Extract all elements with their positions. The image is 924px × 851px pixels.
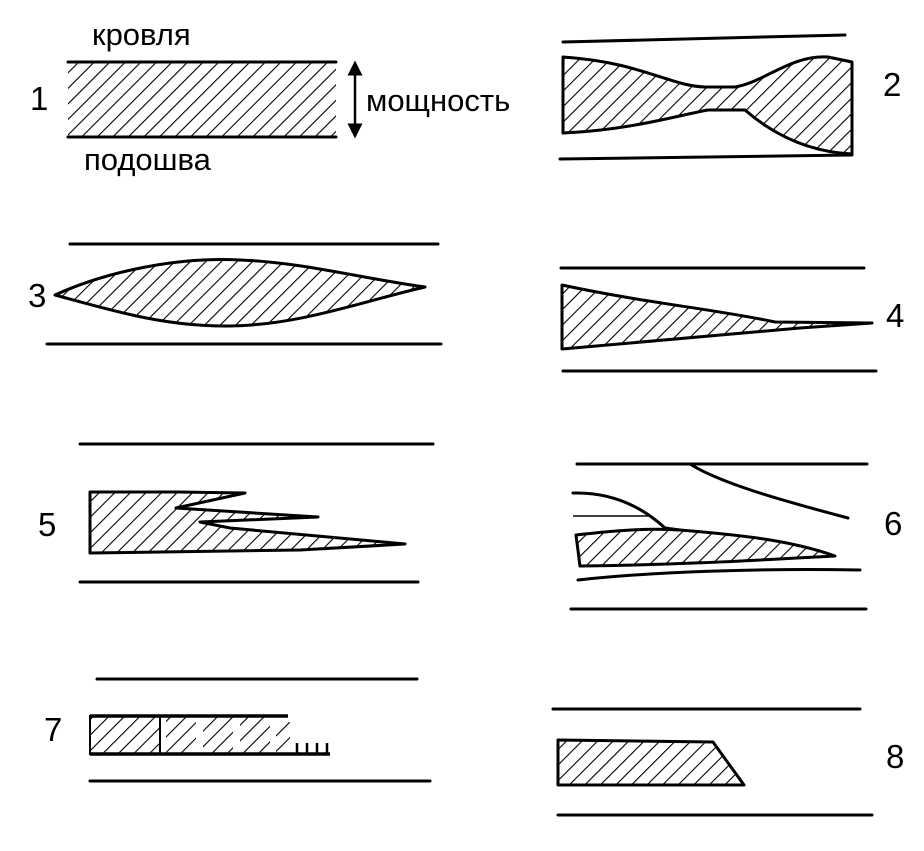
thickness-label: мощность — [366, 83, 510, 118]
fragment — [203, 716, 233, 754]
floor-line — [558, 153, 854, 161]
roof-label: кровля — [92, 17, 191, 52]
figure-4: 4 — [559, 266, 904, 373]
figure-5: 5 — [38, 442, 435, 584]
figure-7: 7 — [44, 677, 432, 783]
fragment — [276, 722, 290, 754]
floor-label: подошва — [84, 142, 212, 177]
layer-body — [68, 62, 336, 137]
figure-number: 3 — [28, 277, 46, 314]
figure-number: 4 — [886, 297, 904, 334]
lower-line — [576, 567, 862, 582]
figure-number: 7 — [44, 711, 62, 748]
cross-line-upper — [688, 462, 850, 520]
figure-8: 8 — [551, 707, 904, 817]
figure-number: 6 — [884, 505, 902, 542]
continuous-part — [89, 715, 161, 755]
lens-body — [53, 258, 427, 328]
figure-number: 8 — [886, 738, 904, 775]
roof-line — [561, 33, 847, 44]
contact-line — [571, 491, 682, 532]
pinch-swell-body — [561, 55, 854, 156]
figure-number: 1 — [30, 80, 48, 117]
figure-1: кровля подошва мощность 1 — [30, 17, 510, 177]
figure-3: 3 — [28, 242, 443, 346]
figure-6: 6 — [569, 462, 902, 611]
figure-2: 2 — [558, 33, 901, 161]
truncated-body — [556, 738, 746, 787]
interfingering-body — [88, 490, 407, 555]
fragment — [240, 716, 270, 754]
figure-number: 2 — [883, 66, 901, 103]
wedge-body — [560, 283, 874, 351]
figure-number: 5 — [38, 506, 56, 543]
wedge-body — [574, 527, 837, 568]
fragment — [166, 716, 196, 754]
